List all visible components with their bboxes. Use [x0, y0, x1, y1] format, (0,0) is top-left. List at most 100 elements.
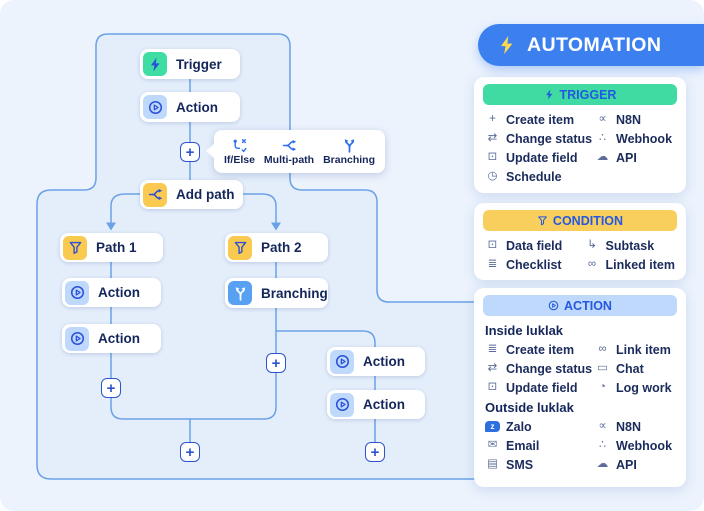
trigger-node[interactable]: Trigger: [140, 49, 240, 79]
change-status-icon: ⇄: [487, 361, 498, 374]
popup-item-label: If/Else: [224, 153, 255, 166]
change-status-icon: ⇄: [487, 131, 498, 144]
action-node[interactable]: Action: [62, 324, 161, 353]
add-step-button[interactable]: +: [266, 353, 286, 373]
node-label: Action: [363, 354, 405, 369]
panel-item[interactable]: ⇄ Change status: [485, 359, 595, 378]
node-label: Branching: [261, 285, 328, 301]
section-title: TRIGGER: [559, 87, 617, 102]
action-node[interactable]: Action: [140, 92, 240, 122]
path2-node[interactable]: Path 2: [225, 233, 328, 262]
if-else-icon: [232, 138, 247, 153]
panel-item[interactable]: ✉ Email: [485, 436, 595, 455]
panel-item[interactable]: ↳ Subtask: [585, 236, 675, 255]
panel-item-label: Data field: [506, 238, 563, 253]
node-label: Action: [176, 99, 218, 115]
add-step-button[interactable]: +: [180, 442, 200, 462]
panel-item-label: Email: [506, 438, 540, 453]
lightning-bolt-icon: [143, 52, 167, 76]
panel-item-label: Webhook: [616, 131, 673, 146]
node-label: Trigger: [176, 56, 222, 72]
chat-bubble-icon: ▭: [597, 361, 608, 374]
panel-item-label: Checklist: [506, 257, 562, 272]
multi-path-icon: [143, 182, 167, 207]
panel-item[interactable]: ◷ Schedule: [485, 167, 595, 186]
panel-item[interactable]: ≣ Checklist: [485, 255, 585, 274]
panel-item-label: Linked item: [605, 257, 675, 272]
panel-item-label: Create item: [506, 342, 575, 357]
panel-item-label: API: [616, 150, 637, 165]
arrowhead-path2: [271, 222, 281, 231]
panel-item[interactable]: + Create item: [485, 110, 595, 129]
n8n-icon: ∝: [598, 112, 607, 125]
panel-item[interactable]: ∝ N8N: [595, 417, 675, 436]
action-node[interactable]: Action: [327, 390, 425, 419]
action-node[interactable]: Action: [62, 278, 161, 307]
panel-item-label: Subtask: [605, 238, 655, 253]
action-node[interactable]: Action: [327, 347, 425, 376]
panel-item[interactable]: ◔ Log work: [595, 378, 675, 397]
panel-item[interactable]: ⊡ Update field: [485, 148, 595, 167]
api-cloud-icon: ☁: [596, 457, 609, 470]
create-item-icon: +: [489, 112, 496, 125]
add-step-button[interactable]: +: [180, 142, 200, 162]
add-step-button[interactable]: +: [101, 378, 121, 398]
panel-item[interactable]: ⊡ Update field: [485, 378, 595, 397]
panel-item[interactable]: ⊡ Data field: [485, 236, 585, 255]
subtask-icon: ↳: [587, 238, 597, 251]
panel-item-label: Change status: [506, 131, 593, 146]
branching-icon: [228, 281, 252, 305]
popup-item-if-else[interactable]: If/Else: [224, 138, 255, 166]
trigger-panel: TRIGGER + Create item ⇄ Change status ⊡ …: [474, 77, 686, 193]
popup-item-branching[interactable]: Branching: [323, 138, 375, 166]
add-path-node[interactable]: Add path: [140, 180, 243, 209]
panel-item[interactable]: ⇄ Change status: [485, 129, 595, 148]
banner-title: AUTOMATION: [527, 33, 662, 56]
panel-item[interactable]: ≣ Create item: [485, 340, 595, 359]
panel-item[interactable]: ▤ SMS: [485, 455, 595, 474]
panel-item[interactable]: ∴ Webhook: [595, 129, 675, 148]
webhook-icon: ∴: [598, 131, 607, 144]
panel-item[interactable]: ∞ Linked item: [585, 255, 675, 274]
panel-item-label: Update field: [506, 380, 578, 395]
lightning-bolt-icon: [497, 35, 517, 55]
node-label: Add path: [176, 187, 235, 202]
path1-node[interactable]: Path 1: [60, 233, 163, 262]
email-envelope-icon: ✉: [487, 438, 498, 451]
link-icon: ∞: [598, 342, 607, 355]
panel-item-label: Log work: [616, 380, 672, 395]
condition-section-header: CONDITION: [483, 210, 677, 231]
sms-icon: ▤: [487, 457, 498, 470]
zalo-icon: z: [485, 421, 500, 432]
panel-item[interactable]: ∴ Webhook: [595, 436, 675, 455]
play-icon: [65, 280, 89, 305]
node-label: Action: [98, 331, 140, 346]
add-step-button[interactable]: +: [365, 442, 385, 462]
api-cloud-icon: ☁: [596, 150, 609, 163]
panel-item-label: Link item: [616, 342, 671, 357]
section-title: CONDITION: [552, 213, 624, 228]
log-work-icon: ◔: [599, 380, 606, 393]
play-icon: [330, 349, 354, 374]
panel-item-label: API: [616, 457, 637, 472]
panel-item[interactable]: ▭ Chat: [595, 359, 675, 378]
multi-path-icon: [282, 138, 297, 153]
arrowhead-path1: [106, 222, 116, 231]
branching-node[interactable]: Branching: [225, 278, 328, 308]
webhook-icon: ∴: [598, 438, 607, 451]
funnel-icon: [63, 235, 87, 260]
update-field-icon: ⊡: [487, 380, 498, 393]
data-field-icon: ⊡: [487, 238, 498, 251]
panel-item[interactable]: ∞ Link item: [595, 340, 675, 359]
panel-item-label: SMS: [506, 457, 534, 472]
panel-item[interactable]: ☁ API: [595, 148, 675, 167]
popup-tail: [206, 144, 214, 158]
inside-luklak-heading: Inside luklak: [485, 323, 564, 338]
panel-item[interactable]: ☁ API: [595, 455, 675, 474]
node-label: Path 1: [96, 240, 137, 255]
popup-item-label: Branching: [323, 153, 375, 166]
popup-item-multi-path[interactable]: Multi-path: [264, 138, 314, 166]
panel-item[interactable]: z Zalo: [485, 417, 595, 436]
panel-item[interactable]: ∝ N8N: [595, 110, 675, 129]
